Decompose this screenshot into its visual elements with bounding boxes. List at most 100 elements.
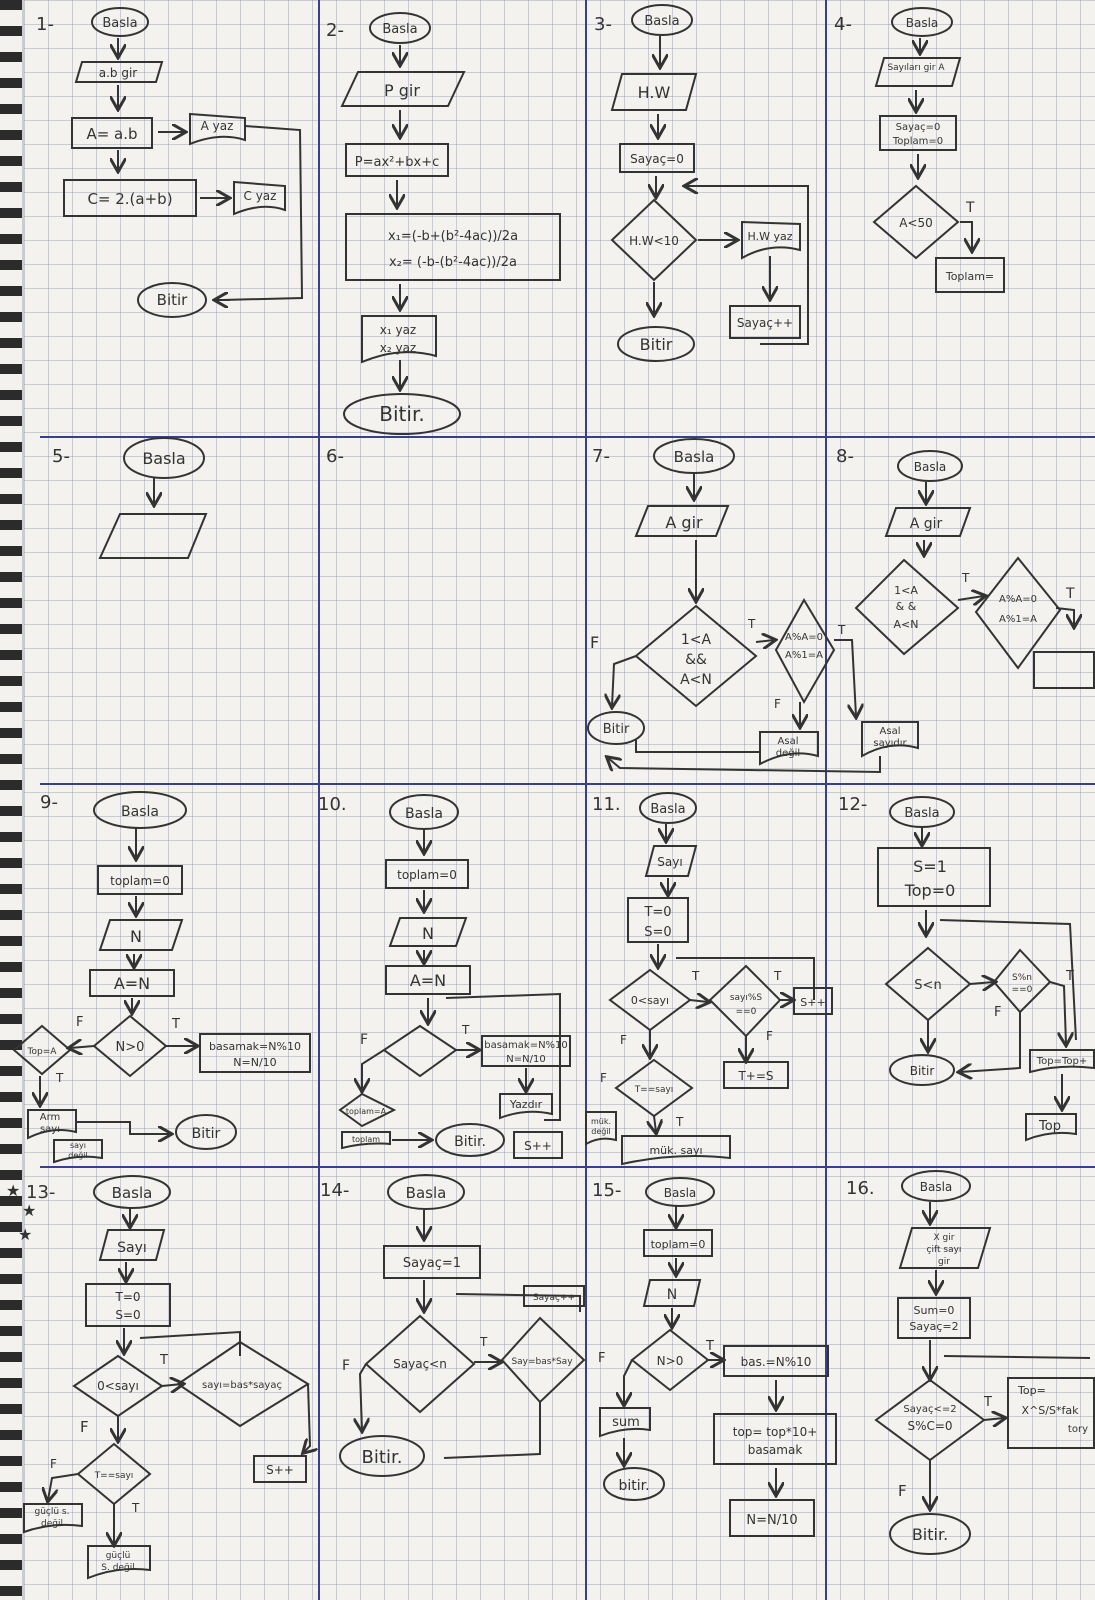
svg-text:toplam=A: toplam=A: [346, 1107, 387, 1116]
flowchart-13: 13- Basla Sayı T=0 S=0 0<sayı T sayı=bas…: [23, 1175, 310, 1580]
svg-text:T: T: [479, 1335, 488, 1349]
svg-text:A%A=0: A%A=0: [785, 632, 823, 643]
svg-text:1<A: 1<A: [681, 632, 712, 648]
svg-text:T==sayı: T==sayı: [634, 1085, 674, 1095]
svg-text:Sayaç<n: Sayaç<n: [393, 1357, 447, 1371]
svg-text:Bitir: Bitir: [157, 291, 189, 309]
flowchart-4: 4- Basla Sayıları gir A Sayaç=0 Toplam=0…: [834, 7, 1005, 293]
svg-text:1<A: 1<A: [894, 584, 918, 597]
svg-text:H.W: H.W: [638, 83, 671, 102]
svg-text:güçlü: güçlü: [106, 1551, 131, 1561]
svg-text:toplam=0: toplam=0: [651, 1238, 706, 1251]
svg-text:N=N/10: N=N/10: [746, 1513, 797, 1528]
svg-text:Basla: Basla: [382, 22, 417, 37]
svg-text:Sayaç=0: Sayaç=0: [630, 152, 684, 166]
svg-text:13-: 13-: [26, 1182, 55, 1203]
svg-text:N=N/10: N=N/10: [233, 1056, 276, 1069]
margin-stars: ★ ★ ★: [6, 1181, 36, 1244]
svg-text:sayı: sayı: [40, 1124, 60, 1135]
svg-text:S++: S++: [266, 1463, 294, 1477]
process-box: [71, 117, 153, 149]
svg-text:A gir: A gir: [910, 516, 943, 532]
flowchart-1: 1- Basla a.b gir A= a.b A yaz C= 2.(a+b)…: [36, 7, 304, 318]
svg-text:F: F: [598, 1351, 605, 1366]
svg-text:10.: 10.: [318, 794, 347, 815]
svg-text:==0: ==0: [736, 1007, 757, 1017]
flowchart-12: 12- Basla S=1 Top=0 S<n S%n ==0 T F Top=…: [838, 794, 1095, 1142]
svg-text:A<N: A<N: [894, 618, 919, 631]
flowchart-10: 10. Basla toplam=0 N A=N F T basamak=N%1…: [318, 794, 571, 1159]
flowchart-6: 6-: [326, 446, 344, 467]
svg-text:A yaz: A yaz: [201, 119, 234, 133]
svg-text:top= top*10+: top= top*10+: [733, 1425, 818, 1439]
svg-text:Top: Top: [1038, 1119, 1061, 1134]
svg-text:Say=bas*Say: Say=bas*Say: [511, 1357, 573, 1367]
flowchart-11: 11. Basla Sayı T=0 S=0 0<sayı T sayı%S =…: [585, 792, 833, 1166]
svg-text:Toplam=0: Toplam=0: [892, 136, 943, 147]
svg-text:N=N/10: N=N/10: [506, 1054, 545, 1065]
svg-text:S<n: S<n: [914, 978, 941, 993]
svg-text:Sayaç=1: Sayaç=1: [403, 1256, 461, 1271]
svg-text:mük.: mük.: [591, 1117, 611, 1126]
svg-text:T+=S: T+=S: [737, 1069, 773, 1083]
svg-text:0<sayı: 0<sayı: [631, 994, 669, 1007]
svg-text:Basla: Basla: [914, 460, 947, 474]
svg-text:Toplam=: Toplam=: [945, 270, 994, 283]
svg-text:T: T: [55, 1071, 64, 1085]
svg-text:X gir: X gir: [934, 1233, 955, 1243]
svg-text:Sayaç++: Sayaç++: [533, 1293, 575, 1303]
svg-text:değil: değil: [41, 1519, 63, 1529]
svg-text:S++: S++: [800, 996, 825, 1009]
svg-text:A=N: A=N: [410, 971, 446, 990]
spiral-binding: [0, 0, 24, 1600]
svg-text:H.W yaz: H.W yaz: [748, 230, 793, 243]
row-divider: [40, 1166, 1095, 1168]
svg-text:A<50: A<50: [899, 216, 933, 230]
svg-text:A=N: A=N: [114, 974, 150, 993]
svg-text:F: F: [774, 697, 781, 711]
svg-text:S=0: S=0: [115, 1308, 140, 1322]
svg-text:T: T: [961, 571, 970, 585]
svg-text:H.W<10: H.W<10: [629, 234, 679, 248]
svg-text:Top=A: Top=A: [27, 1047, 58, 1057]
svg-text:T: T: [171, 1017, 180, 1032]
process-box: [63, 179, 197, 217]
svg-text:basamak=N%10: basamak=N%10: [209, 1040, 301, 1053]
svg-text:8-: 8-: [836, 446, 854, 467]
svg-text:T=0: T=0: [643, 905, 671, 920]
svg-text:Bitir.: Bitir.: [912, 1525, 948, 1544]
svg-text:F: F: [600, 1071, 607, 1085]
svg-text:★: ★: [18, 1225, 32, 1244]
flowchart-2: 2- Basla P gir P=ax²+bx+c x₁=(-b+(b²-4ac…: [326, 12, 561, 435]
svg-text:C= 2.(a+b): C= 2.(a+b): [87, 190, 172, 208]
svg-text:T: T: [747, 617, 756, 631]
svg-text:S++: S++: [524, 1139, 552, 1153]
svg-text:N>0: N>0: [657, 1354, 684, 1368]
svg-text:F: F: [76, 1015, 83, 1030]
svg-text:A= a.b: A= a.b: [86, 125, 137, 143]
svg-text:2-: 2-: [326, 20, 344, 41]
svg-text:F: F: [994, 1005, 1001, 1020]
row-divider: [40, 436, 1095, 438]
svg-text:Basla: Basla: [644, 14, 679, 29]
empty-input-parallelogram: [98, 513, 208, 559]
svg-text:N: N: [422, 924, 434, 943]
flowchart-9: 9- Basla toplam=0 N A=N N>0 T basamak=N%…: [12, 791, 311, 1164]
svg-text:Basla: Basla: [674, 448, 715, 466]
svg-text:tory: tory: [1068, 1424, 1088, 1435]
svg-text:Top=Top+: Top=Top+: [1036, 1056, 1088, 1067]
svg-text:T: T: [1065, 969, 1074, 984]
svg-text:Basla: Basla: [102, 16, 137, 31]
svg-text:5-: 5-: [52, 446, 70, 467]
svg-text:A%1=A: A%1=A: [785, 650, 823, 661]
svg-text:F: F: [898, 1482, 907, 1500]
svg-text:F: F: [590, 633, 599, 652]
svg-text:A gir: A gir: [665, 513, 703, 532]
svg-text:Top=: Top=: [1017, 1384, 1046, 1397]
svg-text:7-: 7-: [592, 446, 610, 467]
cell-number: 1-: [36, 14, 54, 35]
svg-text:basamak=N%10: basamak=N%10: [484, 1040, 568, 1051]
svg-text:Sayı: Sayı: [657, 855, 682, 869]
svg-text:Bitir: Bitir: [192, 1126, 221, 1142]
svg-text:Basla: Basla: [664, 1186, 697, 1200]
